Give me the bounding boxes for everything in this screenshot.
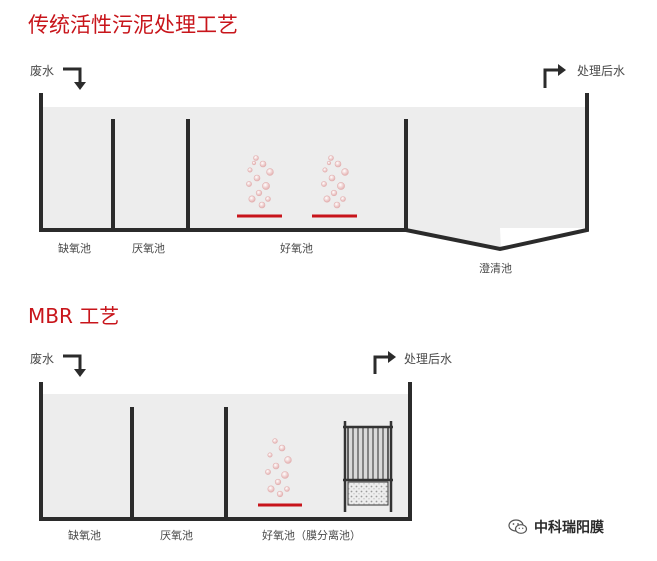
traditional-outlet-label: 处理后水 <box>577 64 626 78</box>
watermark-text: 中科瑞阳膜 <box>534 520 604 536</box>
mbr-aerobic-label: 好氧池（膜分离池） <box>262 529 361 542</box>
traditional-title: 传统活性污泥处理工艺 <box>28 13 238 37</box>
traditional-water <box>41 107 587 249</box>
mbr-bubbles <box>265 438 292 498</box>
traditional-aerobic-label: 好氧池 <box>280 242 313 255</box>
traditional-anoxic-label: 缺氧池 <box>58 242 91 255</box>
wechat-icon <box>508 519 528 535</box>
membrane-module <box>343 421 393 512</box>
traditional-tank-outline <box>39 93 589 252</box>
mbr-inlet-label: 废水 <box>30 352 55 366</box>
traditional-clarifier-label: 澄清池 <box>479 262 512 275</box>
mbr-outlet-label: 处理后水 <box>404 352 453 366</box>
traditional-inlet-arrow <box>63 67 86 90</box>
traditional-bubbles-2 <box>321 155 349 209</box>
traditional-outlet-arrow <box>543 64 566 88</box>
mbr-outlet-arrow <box>373 351 396 374</box>
mbr-anoxic-label: 缺氧池 <box>68 529 101 542</box>
mbr-anaerobic-label: 厌氧池 <box>160 529 193 542</box>
mbr-inlet-arrow <box>63 354 86 377</box>
watermark: 中科瑞阳膜 <box>508 517 604 537</box>
mbr-title: MBR 工艺 <box>28 304 120 328</box>
traditional-anaerobic-label: 厌氧池 <box>132 242 165 255</box>
traditional-inlet-label: 废水 <box>30 64 55 78</box>
traditional-bubbles-1 <box>246 155 274 209</box>
